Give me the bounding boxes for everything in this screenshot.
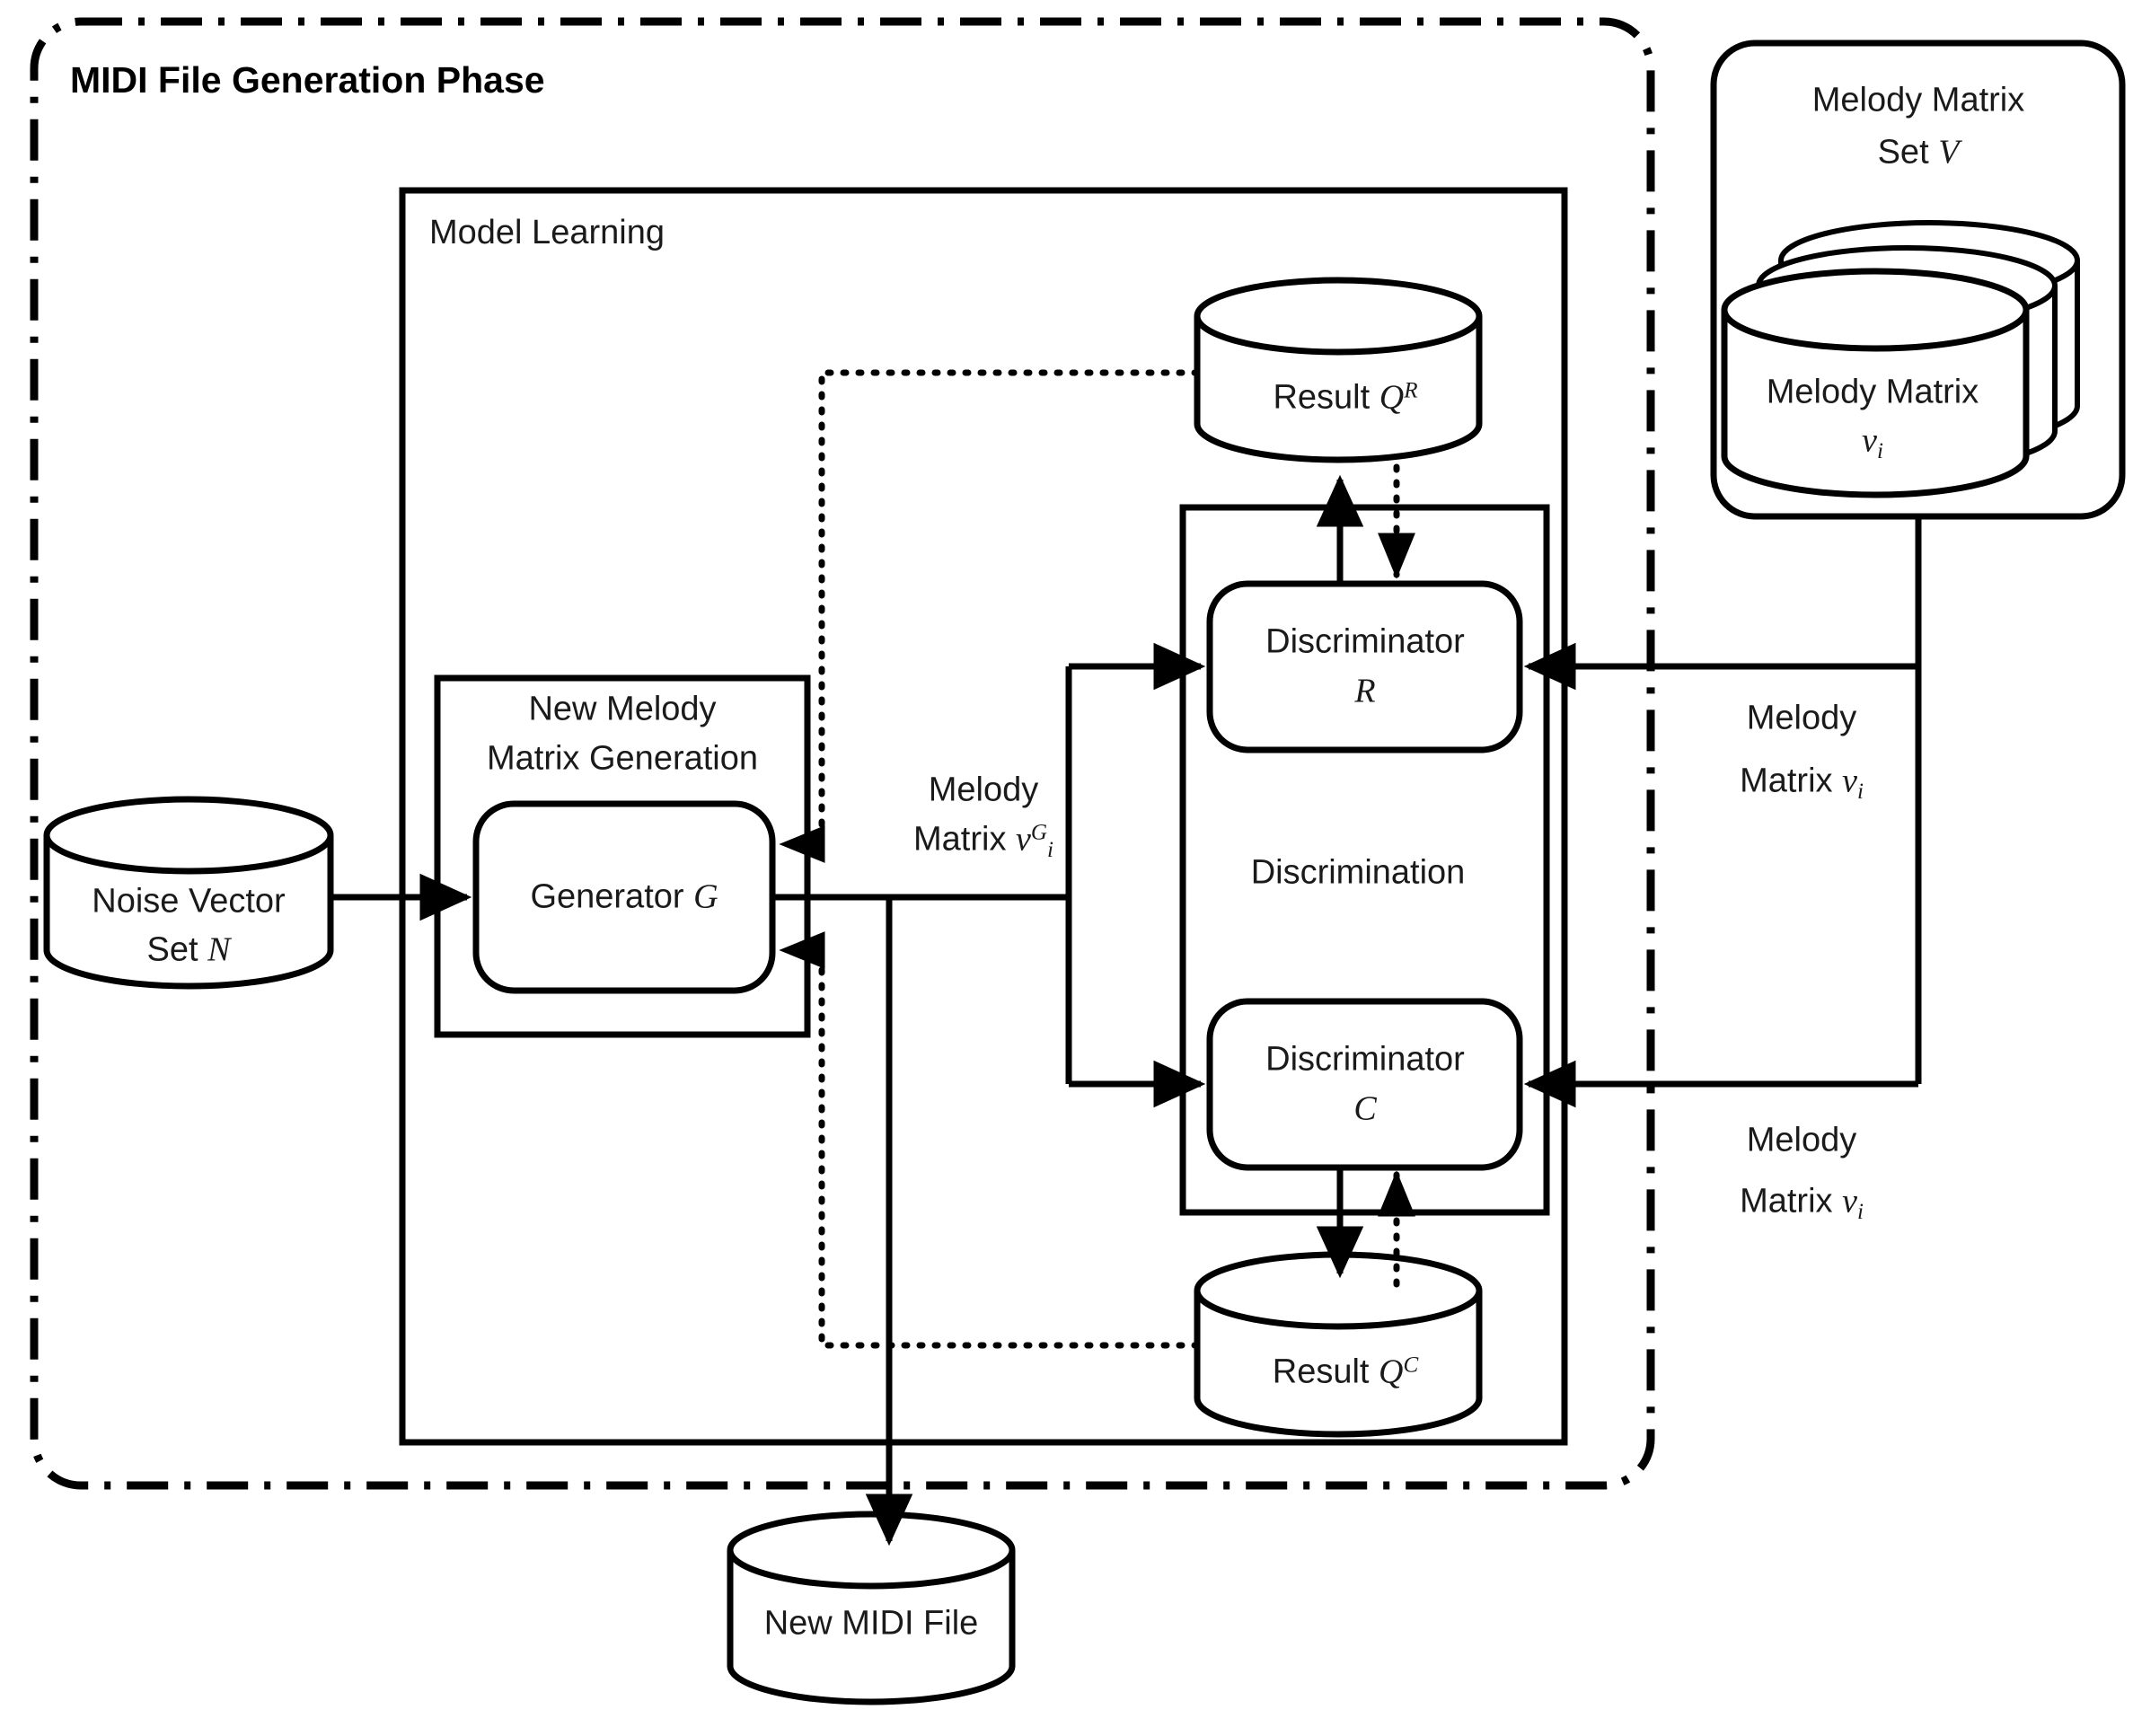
new-midi-file-cylinder-body (727, 1550, 1016, 1705)
edge-result-qr-feedback-to-generator (779, 369, 1201, 863)
discriminator-c-box (1206, 998, 1523, 1171)
result-qc-cylinder-outline (1194, 1291, 1483, 1438)
edge-result-qc-feedback-to-generator (779, 931, 1201, 1349)
model-learning-box (399, 187, 1568, 1446)
discriminator-r-box (1206, 580, 1523, 753)
noise-vector-cylinder-top (43, 796, 334, 875)
melody-matrix-cylinder-front (1721, 310, 2030, 498)
generator-box (472, 800, 776, 994)
noise-vector-cylinder-body (43, 835, 334, 990)
melody-matrix-cylinder-front-top (1721, 268, 2030, 352)
result-qr-cylinder-top (1194, 277, 1483, 356)
result-qr-cylinder-body (1194, 316, 1483, 463)
discrimination-box (1179, 504, 1550, 1216)
new-midi-file-cylinder-top (727, 1511, 1016, 1590)
